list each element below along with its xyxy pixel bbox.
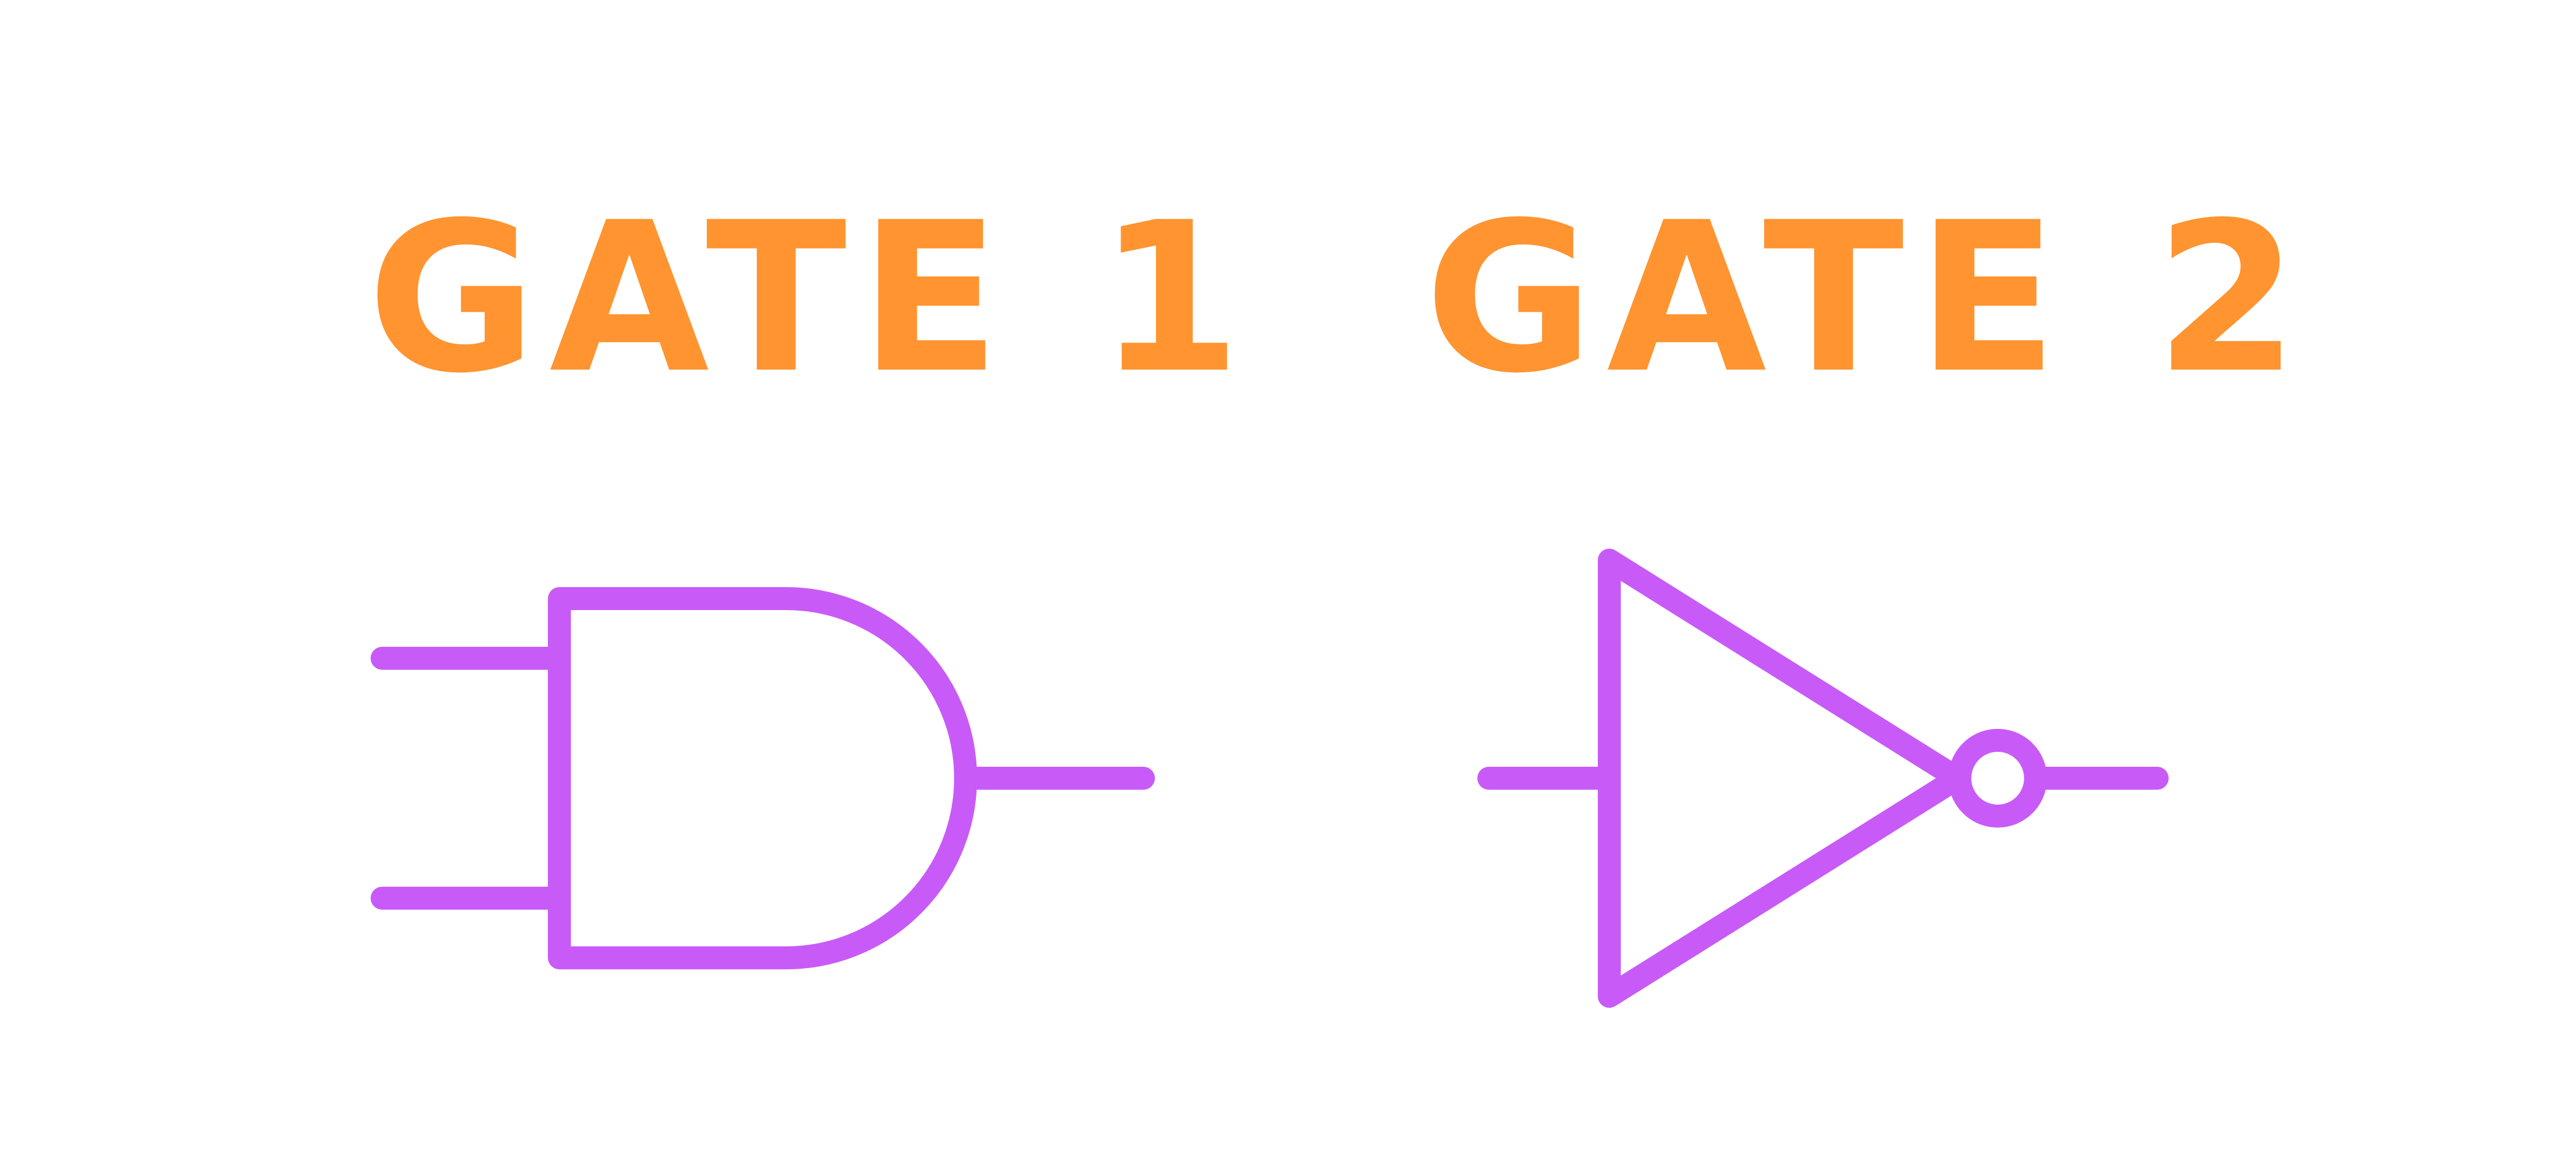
not-gate-triangle xyxy=(1598,549,1969,1008)
gate-2-title: GATE 2 xyxy=(1425,178,2312,418)
and-gate-body xyxy=(548,587,977,969)
not-gate-symbol xyxy=(1477,549,2169,1008)
and-gate-symbol xyxy=(371,587,1155,969)
gate-1-title: GATE 1 xyxy=(367,178,1254,418)
